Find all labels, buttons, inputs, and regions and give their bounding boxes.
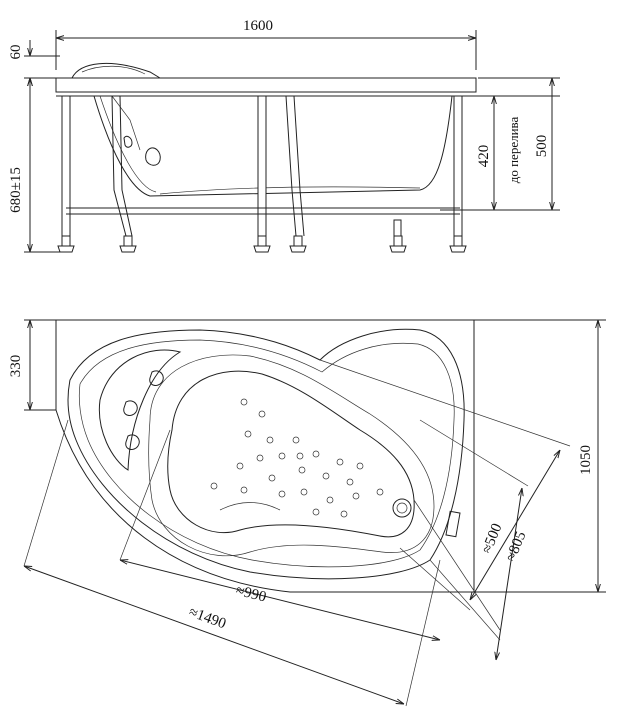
overflow-label: до перелива <box>506 117 521 184</box>
air-jets <box>210 398 384 518</box>
dim-depth-text: 500 <box>534 135 550 158</box>
dim-right-lines <box>440 77 560 211</box>
dim-805-text: ≈805 <box>503 529 529 563</box>
support-frame <box>57 95 467 253</box>
dim-overflow-text: 420 <box>476 145 492 168</box>
dim-1050-text: 1050 <box>578 445 594 475</box>
headrest-cushion-shape <box>145 147 161 166</box>
drain <box>392 498 412 518</box>
top-view: 330 1050 ≈500 ≈805 ≈990 ≈1490 <box>8 319 606 707</box>
side-view: 1600 <box>8 18 560 253</box>
tub-body <box>93 95 453 197</box>
overflow-fitting <box>445 510 461 538</box>
dim-left-lines <box>24 40 60 253</box>
dim-990-text: ≈990 <box>234 583 268 606</box>
dim-rim-text: 60 <box>8 45 24 60</box>
headrest <box>98 349 182 471</box>
dim-330-text: 330 <box>8 355 24 378</box>
dim-length-line <box>55 30 477 70</box>
inner-basin <box>167 370 415 538</box>
dim-500-text: ≈500 <box>479 521 505 555</box>
dim-1490-text: ≈1490 <box>187 604 228 632</box>
rim-contour <box>67 328 465 580</box>
tub-outline <box>55 319 475 593</box>
dim-length-text: 1600 <box>243 18 273 34</box>
dim-height-text: 680±15 <box>8 167 24 213</box>
tub-rim <box>55 62 477 97</box>
